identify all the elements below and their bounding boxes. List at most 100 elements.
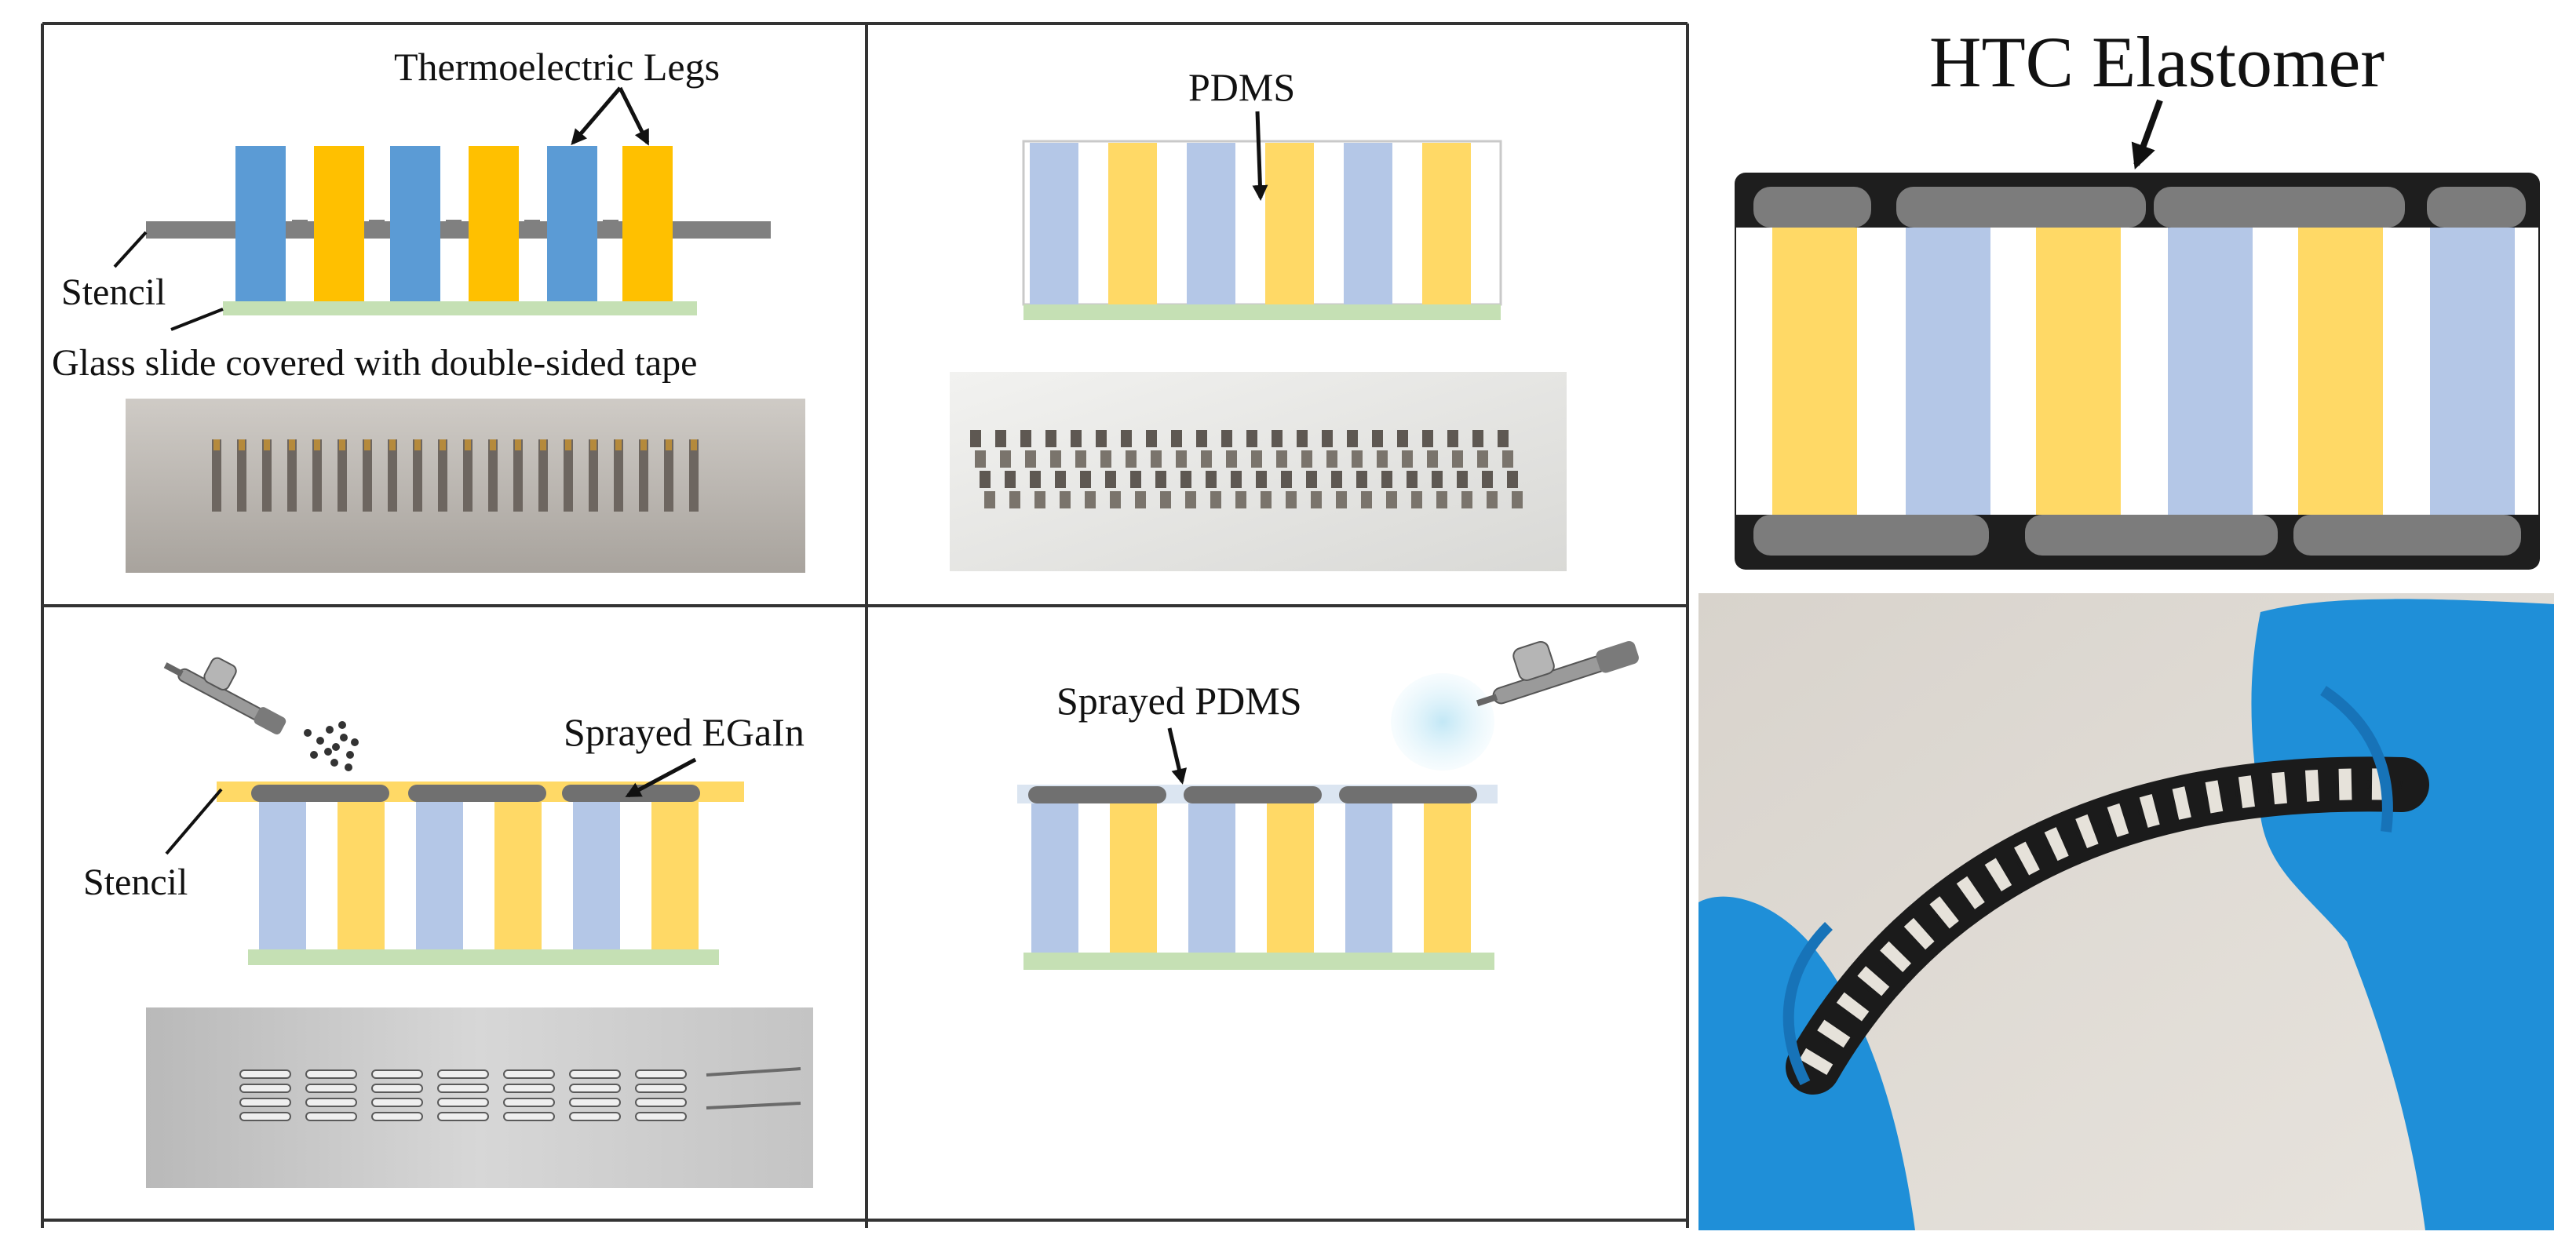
egain-contact-pad xyxy=(251,785,389,802)
photo-leg xyxy=(1100,450,1111,468)
panel-bottom-left: Sprayed EGaIn Stencil xyxy=(83,657,813,1188)
photo-leg-top xyxy=(515,439,521,450)
photo-egain-trace xyxy=(569,1069,621,1079)
photo-leg xyxy=(1155,471,1166,488)
thermoelectric-leg xyxy=(338,802,385,949)
photo-leg xyxy=(388,439,397,512)
photo-egain-trace xyxy=(569,1084,621,1093)
photo-leg xyxy=(1226,450,1237,468)
htc-title: HTC Elastomer xyxy=(1929,22,2384,102)
thermoelectric-leg xyxy=(1110,803,1157,953)
thermoelectric-leg xyxy=(1422,143,1471,304)
photo-leg xyxy=(1372,430,1383,447)
photo-leg xyxy=(1176,450,1187,468)
egain-contact-pad xyxy=(2025,515,2278,556)
photo-leg xyxy=(312,439,322,512)
photo-egain-trace xyxy=(371,1084,423,1093)
photo-leg xyxy=(1210,491,1221,508)
photo-leg xyxy=(1477,450,1488,468)
photo-egain-trace xyxy=(569,1112,621,1121)
spray-droplet xyxy=(340,734,348,741)
spray-droplet xyxy=(326,726,334,734)
glass-slide xyxy=(1023,304,1501,320)
thermoelectric-leg xyxy=(1906,228,1990,515)
photo-leg xyxy=(975,450,986,468)
stencil-tab xyxy=(524,220,540,239)
egain-contact-pad xyxy=(2293,515,2521,556)
photo-leg xyxy=(614,439,623,512)
photo-leg xyxy=(287,439,297,512)
thermoelectric-leg xyxy=(1267,803,1314,953)
egain-contact-pad xyxy=(1753,187,1871,228)
photo-leg xyxy=(1411,491,1422,508)
photo-leg xyxy=(1251,450,1262,468)
glove-right xyxy=(2251,599,2554,1230)
photo-leg xyxy=(1447,430,1458,447)
photo-egain-trace xyxy=(239,1069,291,1079)
photo-leg xyxy=(212,439,221,512)
photo-leg xyxy=(1126,450,1137,468)
egain-contact-pad xyxy=(1184,786,1322,803)
photo-leg xyxy=(1356,471,1367,488)
thermoelectric-leg xyxy=(1344,143,1392,304)
photo-egain-trace xyxy=(305,1069,357,1079)
photo-leg xyxy=(1050,450,1061,468)
thermoelectric-leg xyxy=(390,146,440,301)
legs-label: Thermoelectric Legs xyxy=(394,45,720,89)
spray-mist-icon xyxy=(1391,673,1494,771)
photo-leg xyxy=(970,430,981,447)
photo-leg xyxy=(338,439,347,512)
photo-leg xyxy=(639,439,648,512)
spray-mist-icon xyxy=(304,721,359,771)
thermoelectric-leg xyxy=(416,802,463,949)
egain-contact-pad xyxy=(1339,786,1477,803)
panel-top-left: Thermoelectric Legs Stencil Glass slide … xyxy=(52,45,805,573)
glass-slide xyxy=(223,301,697,315)
photo-egain-trace xyxy=(371,1069,423,1079)
photo-leg xyxy=(1256,471,1267,488)
photo-leg xyxy=(1482,471,1493,488)
photo-leg xyxy=(995,430,1006,447)
photo-leg xyxy=(1180,471,1191,488)
photo-leg-top xyxy=(465,439,471,450)
photo-leg xyxy=(1135,491,1146,508)
thermoelectric-leg xyxy=(1031,803,1078,953)
photo-leg xyxy=(589,439,598,512)
panel-bottom-middle: Sprayed PDMS xyxy=(1017,640,1639,970)
photo-leg xyxy=(1352,450,1363,468)
egain-contact-pad xyxy=(2154,187,2405,228)
photo-leg xyxy=(1422,430,1433,447)
photo-egain-trace xyxy=(635,1084,687,1093)
photo-leg-top xyxy=(389,439,396,450)
spray-droplet xyxy=(330,759,338,767)
photo-leg xyxy=(1005,471,1016,488)
photo-leg xyxy=(1286,491,1297,508)
stencil-label: Stencil xyxy=(83,862,188,903)
thermoelectric-leg xyxy=(1772,228,1857,515)
photo-leg xyxy=(1246,430,1257,447)
photo-leg xyxy=(1472,430,1483,447)
photo-leg-top xyxy=(490,439,496,450)
photo-leg xyxy=(1386,491,1397,508)
photo-leg xyxy=(1457,471,1468,488)
photo-leg xyxy=(1432,471,1443,488)
photo-leg-top xyxy=(239,439,245,450)
thermoelectric-leg xyxy=(547,146,597,301)
photo-leg xyxy=(1085,491,1096,508)
photo-leg xyxy=(1196,430,1207,447)
photo-leg xyxy=(1498,430,1509,447)
pdms-block xyxy=(1022,140,1502,306)
panel-top-middle: PDMS xyxy=(950,65,1567,571)
thermoelectric-leg xyxy=(469,146,519,301)
photo-leg-top xyxy=(691,439,697,450)
egain-contact-pad xyxy=(408,785,546,802)
glass-label: Glass slide covered with double-sided ta… xyxy=(52,342,697,384)
photo-leg xyxy=(664,439,673,512)
photo-egain-trace xyxy=(437,1098,489,1107)
egain-label: Sprayed EGaIn xyxy=(564,710,805,754)
photo-leg xyxy=(538,439,548,512)
htc-inner-core xyxy=(1736,228,2538,515)
photo-leg xyxy=(1326,450,1337,468)
photo-leg xyxy=(1402,450,1413,468)
photo-leg xyxy=(1502,450,1513,468)
